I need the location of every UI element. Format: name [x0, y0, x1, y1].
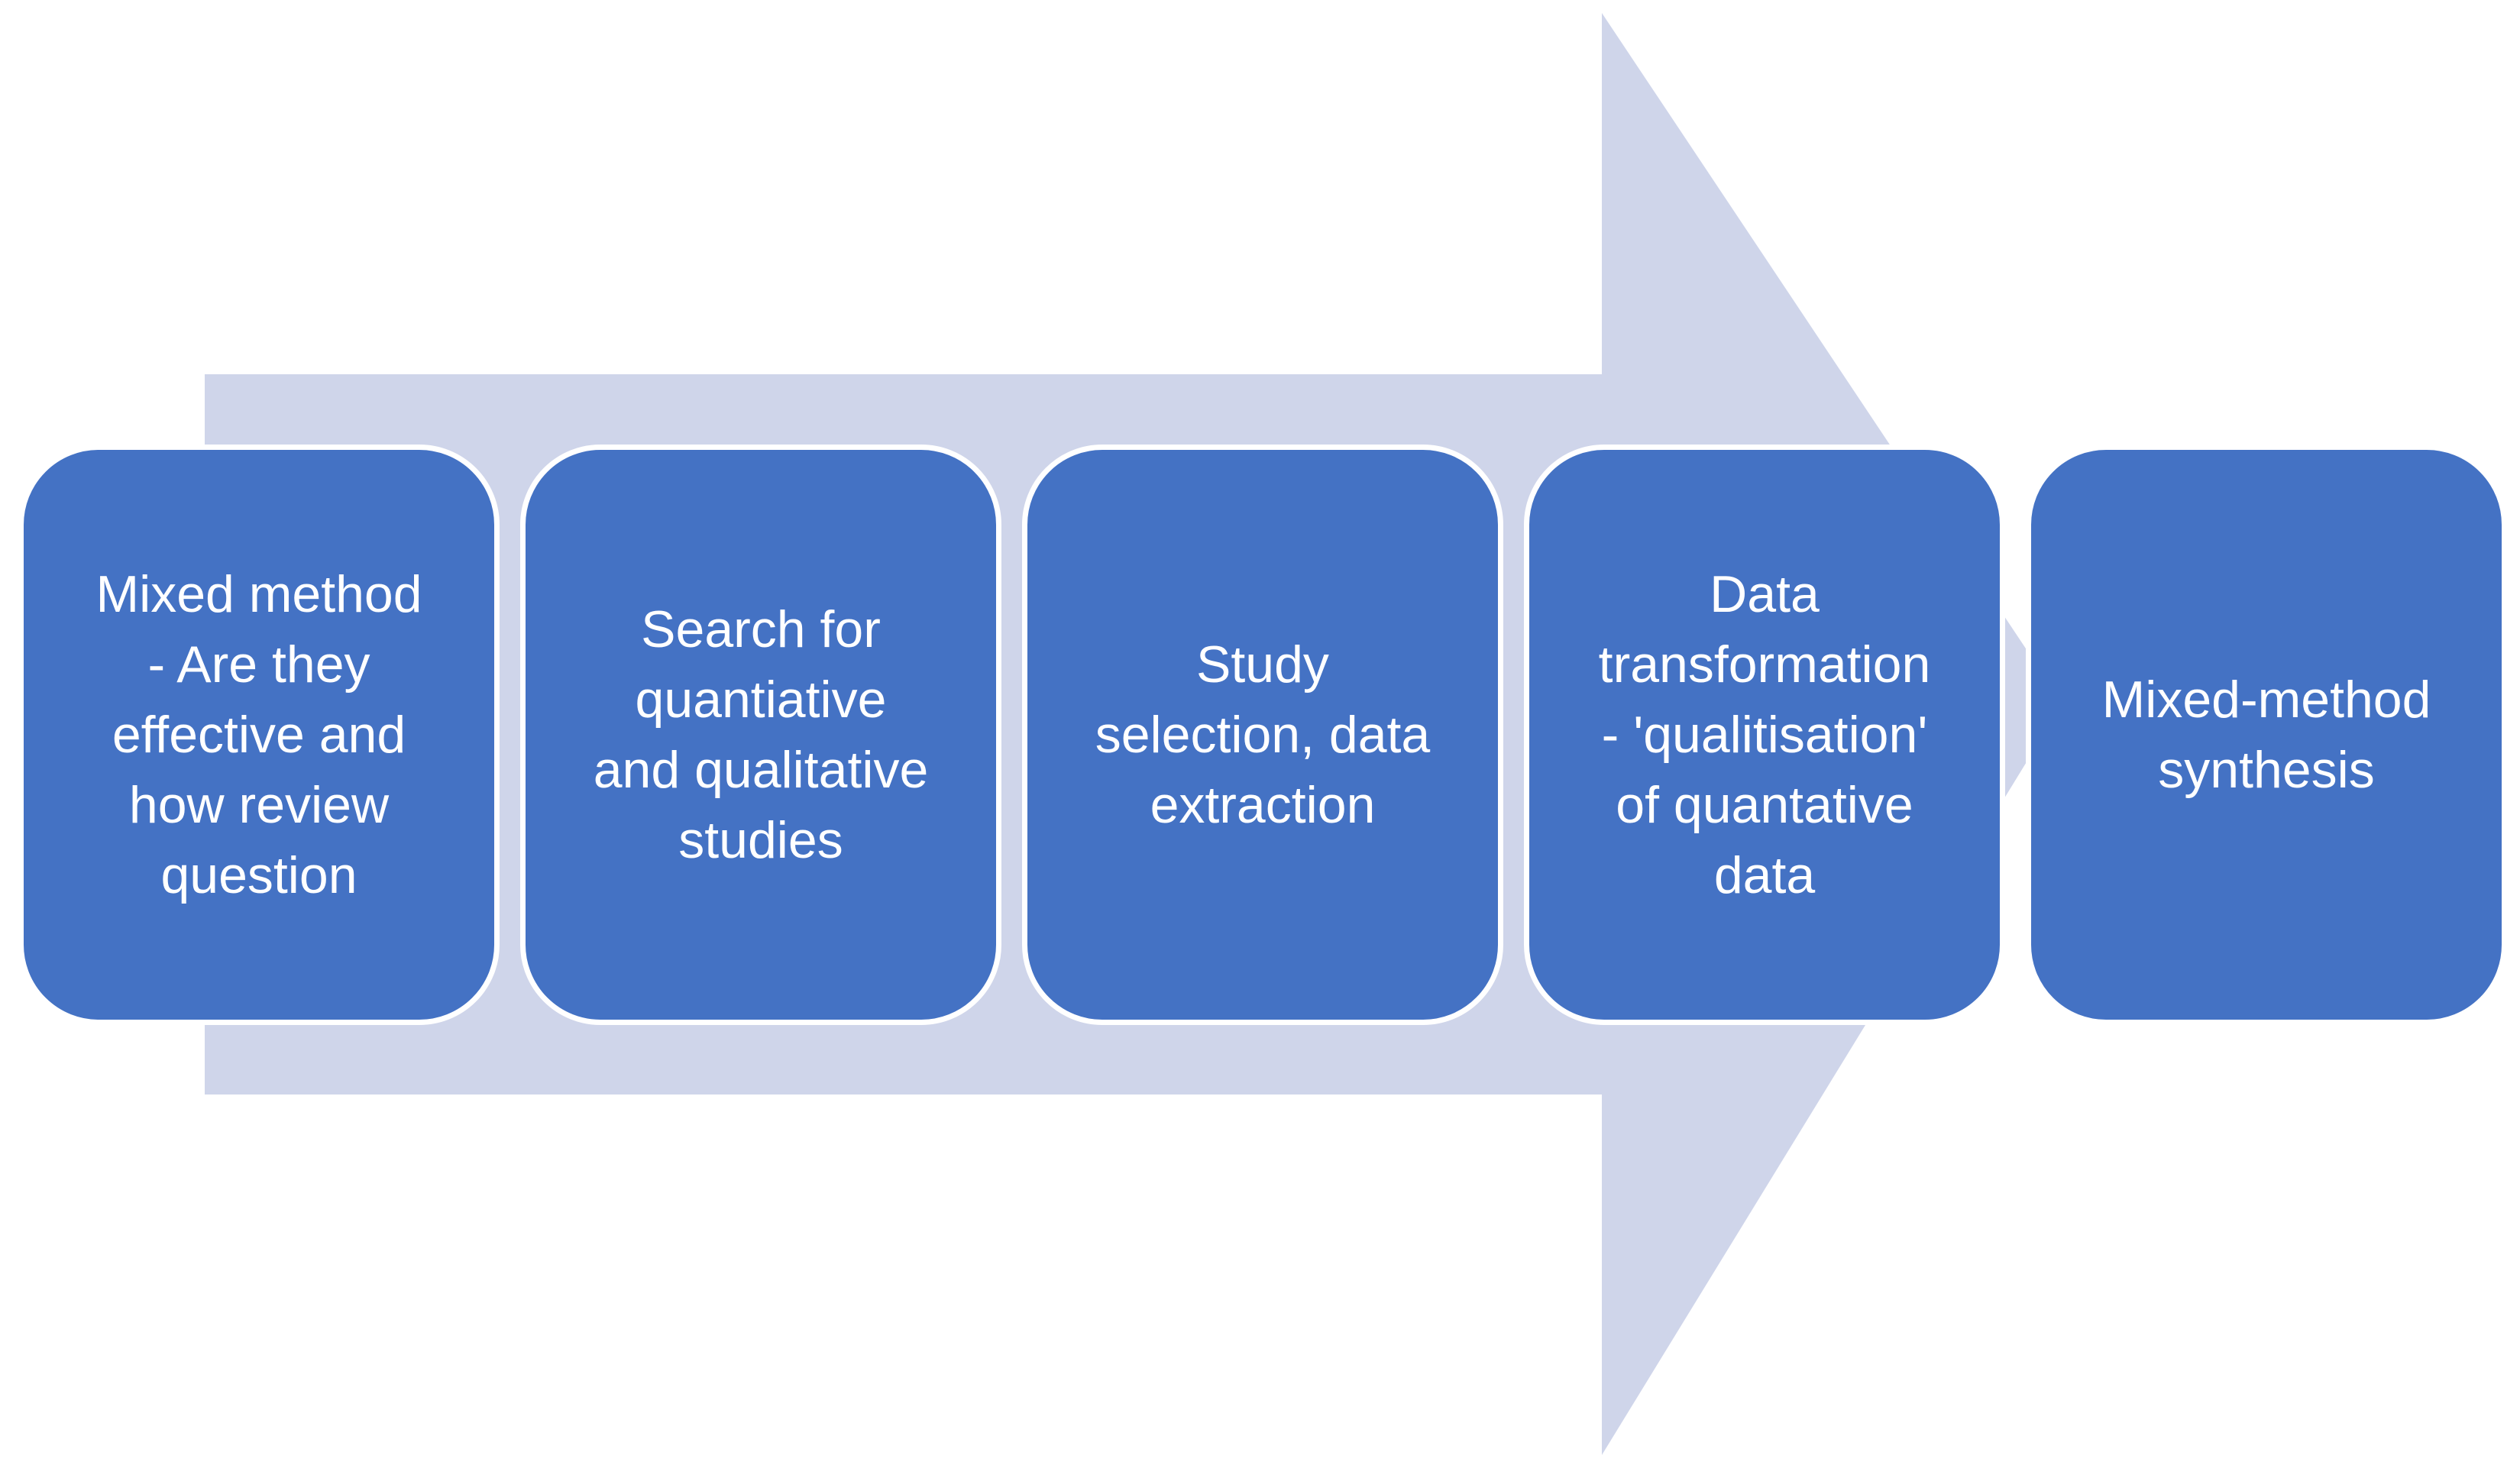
step-label: Study selection, data extraction — [1095, 635, 1431, 834]
step-box-data-transformation: Data transformation - 'qualitisation' of… — [1524, 445, 2005, 1025]
step-box-study-selection: Study selection, data extraction — [1022, 445, 1503, 1025]
step-box-mixed-method-synthesis: Mixed-method synthesis — [2026, 445, 2507, 1025]
step-label: Data transformation - 'qualitisation' of… — [1598, 565, 1931, 904]
step-label: Mixed-method synthesis — [2101, 671, 2431, 799]
step-label: Mixed method - Are they effective and ho… — [95, 565, 422, 904]
step-label: Search for quantiative and qualitative s… — [593, 600, 929, 869]
step-box-search-studies: Search for quantiative and qualitative s… — [520, 445, 1001, 1025]
step-box-mixed-method-question: Mixed method - Are they effective and ho… — [18, 445, 500, 1025]
